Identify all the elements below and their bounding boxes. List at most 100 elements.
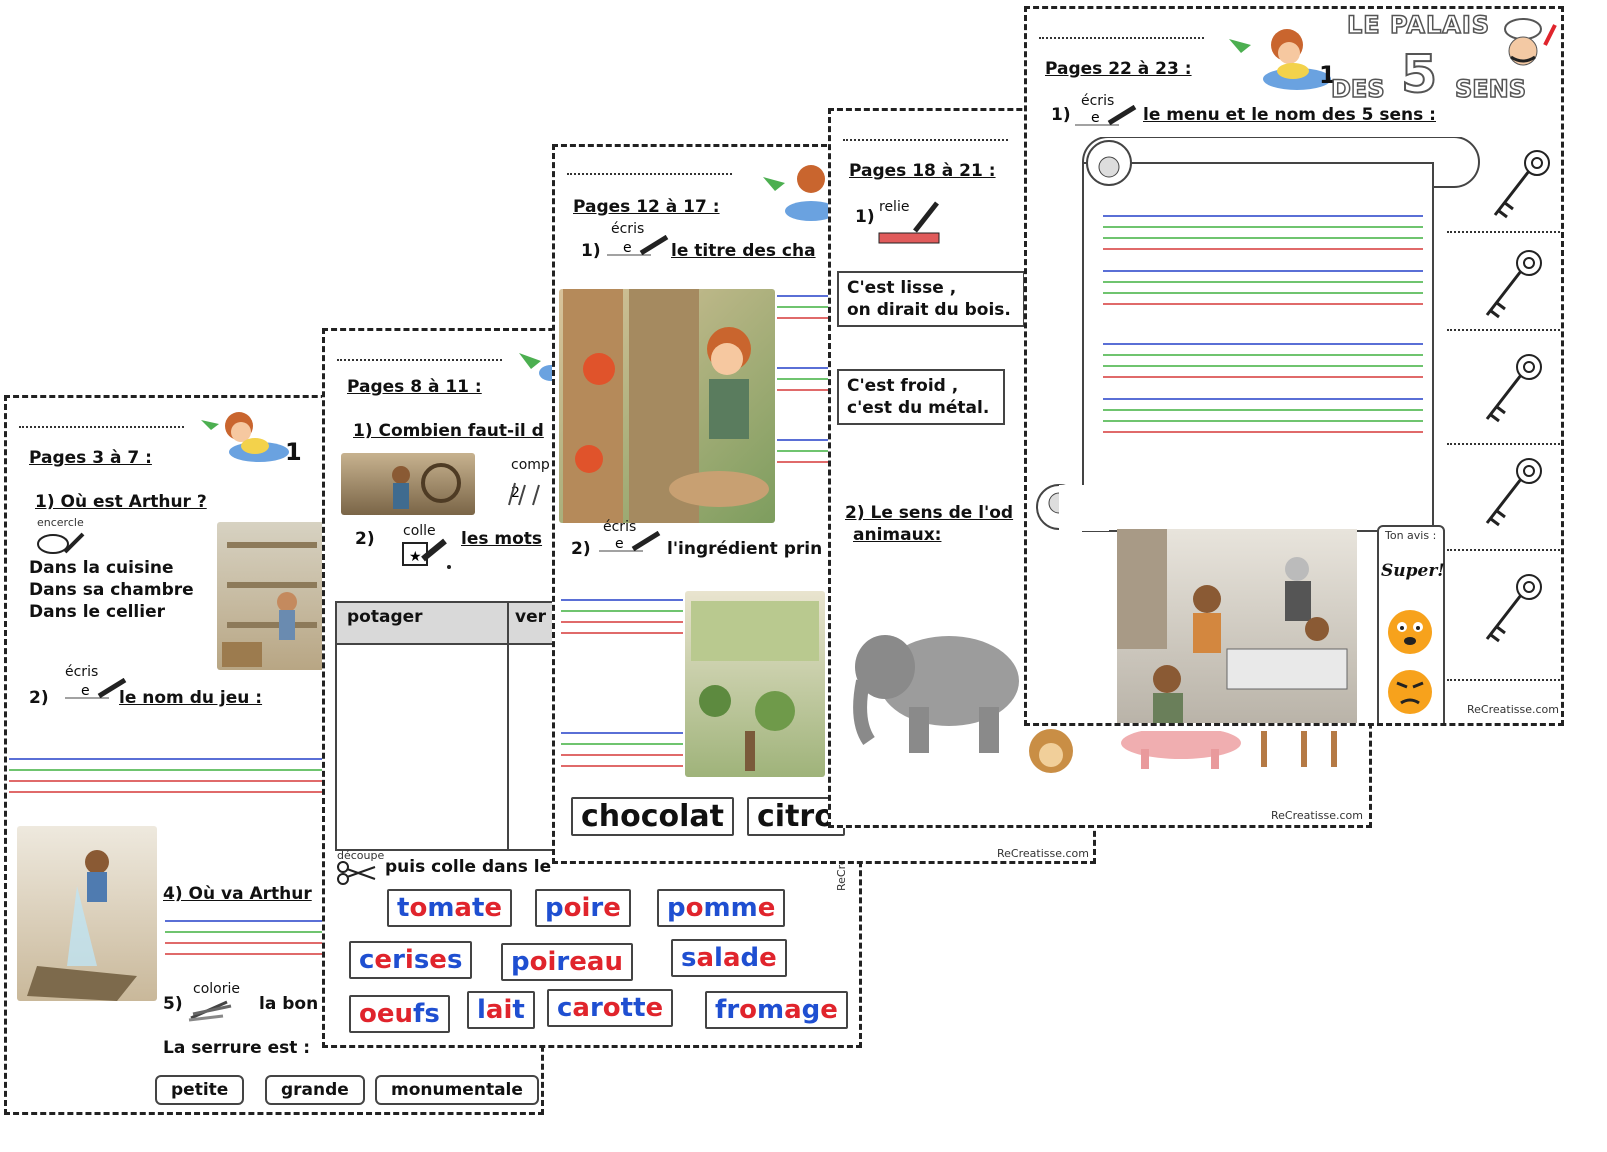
scissors-icon [335,859,383,891]
question-2-text: les mots [461,529,543,549]
sense-key-2 [1479,245,1549,329]
opinion-label: Ton avis : [1385,529,1437,542]
option-1[interactable]: Dans la cuisine [29,558,174,578]
table-header-potager: potager [347,607,423,627]
word-poireau[interactable]: poireau [501,943,633,981]
color-pencils-icon [187,996,243,1026]
writing-lines-2[interactable] [165,920,330,964]
question-1: 1) Combien faut-il d [353,421,544,441]
svg-text:e: e [1091,110,1100,126]
box-line: c'est du métal. [847,398,990,418]
word-fromage[interactable]: fromage [705,991,848,1029]
question-4: 4) Où va Arthur [163,884,312,904]
page-heading: Pages 12 à 17 : [573,197,720,217]
opinion-panel[interactable]: Ton avis : Super! [1377,525,1445,723]
instruction-write-2: écris [603,519,637,535]
word-carotte[interactable]: carotte [547,989,674,1027]
instruction-write-1: écris [611,221,645,237]
side-label: comp [511,457,550,473]
word-oeufs[interactable]: oeufs [349,995,450,1033]
texture-box-metal[interactable]: C'est froid , c'est du métal. [837,369,1005,425]
title-line-1: LE PALAIS [1346,10,1491,40]
question-1-number: 1) [855,207,875,227]
page-heading: Pages 3 à 7 : [29,448,152,468]
word-tomate[interactable]: tomate [387,889,513,927]
count-hands-icon: 2 [505,475,551,515]
smiley-happy-icon[interactable] [1385,607,1435,661]
option-2[interactable]: Dans sa chambre [29,580,194,600]
instruction-paste: colle [403,523,436,539]
word-poire[interactable]: poire [535,889,631,927]
svg-text:e: e [81,683,90,699]
instruction-write: écris [1081,93,1115,109]
mascot-illustration [199,406,299,466]
question-2-text: le nom du jeu : [119,688,263,708]
question-2: 2) Le sens de l'od [845,503,1014,523]
word-pomme[interactable]: pomme [657,889,786,927]
word-chocolat[interactable]: chocolat [571,797,735,836]
lock-label: La serrure est : [163,1038,311,1058]
key-separator-3 [1447,443,1561,445]
cellar-illustration [217,522,327,670]
pig-illustration [1121,727,1251,775]
question-1-number: 1) [1051,105,1071,125]
writing-lines-1[interactable] [777,295,832,472]
page-heading: Pages 22 à 23 : [1045,59,1192,79]
sense-key-1 [1487,145,1557,229]
question-1-text: le titre des cha [671,241,816,261]
option-3[interactable]: Dans le cellier [29,602,165,622]
mascot-illustration [1227,23,1337,93]
instruction-cut: découpe [337,849,385,862]
word-cerises[interactable]: cerises [349,941,473,979]
page-heading: Pages 18 à 21 : [849,161,996,181]
monkey-illustration [1011,721,1091,785]
sorting-table[interactable]: potager ver [335,601,569,851]
box-line: C'est froid , [847,376,959,396]
box-line: on dirait du bois. [847,300,1011,320]
dinner-illustration [1117,529,1357,723]
garden-illustration [685,591,825,777]
pencil-icon-2: e [599,530,665,557]
name-dotted-line [19,426,184,428]
writing-lines-2[interactable] [561,599,683,776]
menu-writing-lines[interactable] [1103,215,1423,442]
key-separator-5 [1447,679,1561,681]
encircle-icon [35,530,89,560]
pencil-icon: e [65,677,131,704]
deer-illustration [1251,731,1369,775]
glue-icon: ★ [399,535,455,579]
name-dotted-line [1039,37,1204,39]
option-grande[interactable]: grande [265,1075,365,1105]
key-separator-2 [1447,329,1561,331]
option-petite[interactable]: petite [155,1075,245,1105]
word-salade[interactable]: salade [671,939,787,977]
question-2-number: 2) [29,688,49,708]
food-comic-illustration [559,289,775,523]
svg-text:e: e [623,240,632,256]
word-lait[interactable]: lait [467,991,535,1029]
menu-scroll[interactable] [1031,136,1481,537]
instruction-link: relie [879,199,910,215]
question-2-number: 2) [355,529,375,549]
box-line: C'est lisse , [847,278,957,298]
question-2-continued: animaux: [853,525,942,545]
writing-lines-1[interactable] [9,758,327,802]
question-1: 1) Où est Arthur ? [35,492,207,512]
ruler-pencil-icon [875,197,945,251]
word-citro[interactable]: citro [747,797,845,836]
question-1-text: le menu et le nom des 5 sens : [1143,105,1436,125]
mascot-illustration [761,163,837,223]
option-monumentale[interactable]: monumentale [375,1075,539,1105]
question-5-text: la bon [259,994,319,1014]
opinion-super[interactable]: Super! [1381,561,1445,581]
footer-credit: ReCreatisse.com [1467,703,1559,716]
sense-key-5 [1479,569,1549,653]
footer-credit: ReCreatisse.com [1271,809,1363,822]
name-dotted-line [337,359,502,361]
title-des: DES [1330,74,1385,104]
name-dotted-line [843,139,1008,141]
texture-box-wood[interactable]: C'est lisse , on dirait du bois. [837,271,1025,327]
title-sens: SENS [1454,74,1527,104]
title-number: 5 [1400,44,1438,106]
smiley-grumpy-icon[interactable] [1385,667,1435,721]
